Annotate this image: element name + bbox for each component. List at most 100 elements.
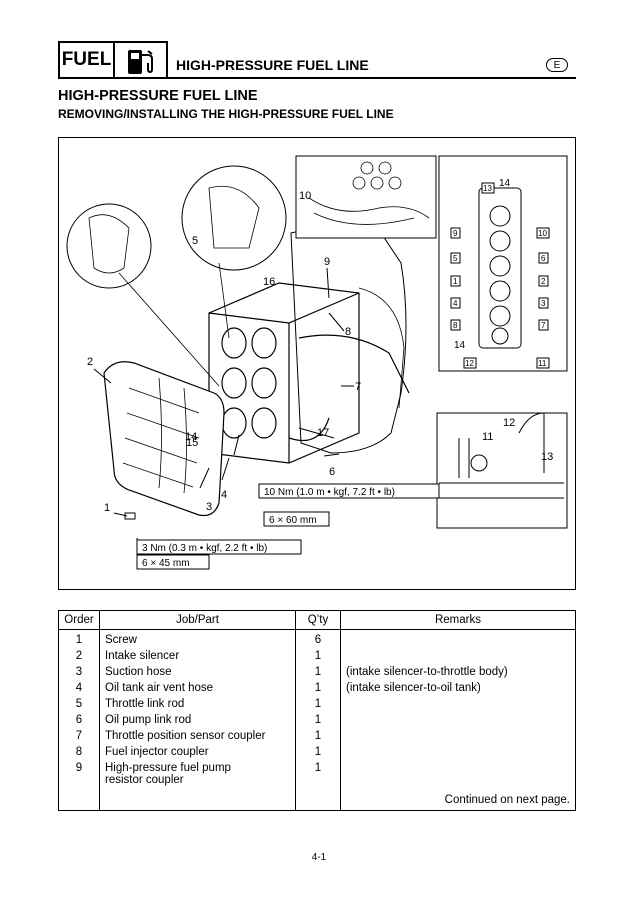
col-job-part: Job/Part	[99, 610, 296, 630]
bolt-label-3: 3	[541, 299, 546, 308]
callout-3: 3	[206, 501, 212, 513]
table-row: 2 Intake silencer 1	[58, 649, 576, 666]
callout-13: 13	[541, 451, 553, 463]
cell-qty: 1	[295, 681, 341, 698]
callout-10: 10	[299, 190, 311, 202]
bolt-label-14: 14	[499, 178, 511, 189]
size-spec-2: 6 × 45 mm	[142, 558, 190, 569]
bolt-label-2: 2	[541, 277, 546, 286]
bolt-label-11: 11	[538, 359, 547, 368]
cell-order: 6	[58, 713, 100, 730]
cell-qty: 6	[295, 633, 341, 650]
cell-remarks	[340, 697, 576, 714]
cell-qty: 1	[295, 649, 341, 666]
col-order: Order	[58, 610, 100, 630]
cell-remarks	[340, 713, 576, 730]
size-spec-1: 6 × 60 mm	[269, 515, 317, 526]
language-badge: E	[546, 58, 568, 72]
cell-job: Oil tank air vent hose	[99, 681, 296, 698]
cell-order: 3	[58, 665, 100, 682]
cell-remarks	[340, 745, 576, 762]
callout-8: 8	[345, 326, 351, 338]
callout-4: 4	[221, 489, 227, 501]
callout-11: 11	[482, 431, 493, 443]
bolt-label-13: 13	[483, 184, 492, 193]
section-title: HIGH-PRESSURE FUEL LINE	[58, 88, 258, 104]
header-title: HIGH-PRESSURE FUEL LINE	[176, 57, 369, 73]
bolt-label-10: 10	[538, 229, 547, 238]
section-tab-fuel: FUEL	[58, 41, 115, 79]
table-row: 7 Throttle position sensor coupler 1	[58, 729, 576, 746]
torque-spec-1: 10 Nm (1.0 m • kgf, 7.2 ft • lb)	[264, 487, 395, 498]
callout-2: 2	[87, 356, 93, 368]
col-remarks: Remarks	[340, 610, 576, 630]
callout-17: 17	[317, 427, 329, 439]
bolt-label-4: 4	[453, 299, 458, 308]
col-qty: Q’ty	[295, 610, 341, 630]
cell-job: Throttle position sensor coupler	[99, 729, 296, 746]
callout-6: 6	[329, 466, 335, 478]
callout-1: 1	[104, 502, 110, 514]
bolt-label-1: 1	[453, 277, 458, 286]
callout-5: 5	[192, 235, 198, 247]
cell-qty: 1	[295, 745, 341, 762]
cell-order: 8	[58, 745, 100, 762]
parts-table: Order Job/Part Q’ty Remarks 1 Screw 6 2 …	[58, 610, 576, 811]
callout-12: 12	[503, 417, 515, 429]
cell-qty: 1	[295, 713, 341, 730]
table-row: 5 Throttle link rod 1	[58, 697, 576, 714]
continued-note: Continued on next page.	[340, 785, 576, 811]
bolt-label-8: 8	[453, 321, 458, 330]
bolt-label-5: 5	[453, 254, 458, 263]
page-number: 4-1	[311, 852, 327, 863]
callout-16: 16	[263, 276, 275, 288]
cell-job: Intake silencer	[99, 649, 296, 666]
table-row: 3 Suction hose 1 (intake silencer-to-thr…	[58, 665, 576, 682]
section-subtitle: REMOVING/INSTALLING THE HIGH-PRESSURE FU…	[58, 107, 394, 121]
cell-order: 1	[58, 633, 100, 650]
cell-remarks	[340, 633, 576, 650]
fuel-pump-icon	[115, 41, 168, 79]
cell-order: 9	[58, 761, 100, 786]
cell-job-line2: resistor coupler	[105, 773, 184, 786]
section-label: FUEL	[61, 49, 112, 70]
cell-job: Oil pump link rod	[99, 713, 296, 730]
cell-remarks: (intake silencer-to-throttle body)	[340, 665, 576, 682]
cell-job: Fuel injector coupler	[99, 745, 296, 762]
bolt-label-6: 6	[541, 254, 546, 263]
cell-remarks	[340, 649, 576, 666]
cell-job: Screw	[99, 633, 296, 650]
bolt-label-12: 12	[465, 359, 474, 368]
table-row: 4 Oil tank air vent hose 1 (intake silen…	[58, 681, 576, 698]
table-row	[58, 629, 576, 634]
callout-7: 7	[355, 381, 361, 393]
cell-job: High-pressure fuel pump resistor coupler	[99, 761, 296, 786]
cell-job-line1: High-pressure fuel pump	[105, 761, 231, 774]
cell-order: 5	[58, 697, 100, 714]
exploded-diagram: 10 Nm (1.0 m • kgf, 7.2 ft • lb) 6 × 60 …	[58, 137, 576, 590]
cell-remarks: (intake silencer-to-oil tank)	[340, 681, 576, 698]
cell-qty: 1	[295, 665, 341, 682]
bolt-label-7: 7	[541, 321, 546, 330]
cell-qty: 1	[295, 761, 341, 786]
cell-job: Throttle link rod	[99, 697, 296, 714]
callout-14: 14	[185, 431, 197, 443]
bolt-label-14b: 14	[454, 340, 466, 351]
table-row: Continued on next page.	[58, 785, 576, 811]
cell-qty: 1	[295, 729, 341, 746]
callout-15: 15	[186, 437, 198, 449]
callout-9: 9	[324, 256, 330, 268]
table-row: 9 High-pressure fuel pump resistor coupl…	[58, 761, 576, 786]
header-rule	[168, 77, 576, 79]
table-row: 8 Fuel injector coupler 1	[58, 745, 576, 762]
cell-job: Suction hose	[99, 665, 296, 682]
table-row: 1 Screw 6	[58, 633, 576, 650]
torque-spec-2: 3 Nm (0.3 m • kgf, 2.2 ft • lb)	[142, 543, 267, 554]
table-header-row: Order Job/Part Q’ty Remarks	[58, 610, 576, 630]
bolt-label-9: 9	[453, 229, 458, 238]
cell-remarks	[340, 761, 576, 786]
table-row: 6 Oil pump link rod 1	[58, 713, 576, 730]
cell-order: 4	[58, 681, 100, 698]
cell-order: 2	[58, 649, 100, 666]
page-header: FUEL HIGH-PRESSURE FUEL LINE E	[58, 41, 576, 81]
